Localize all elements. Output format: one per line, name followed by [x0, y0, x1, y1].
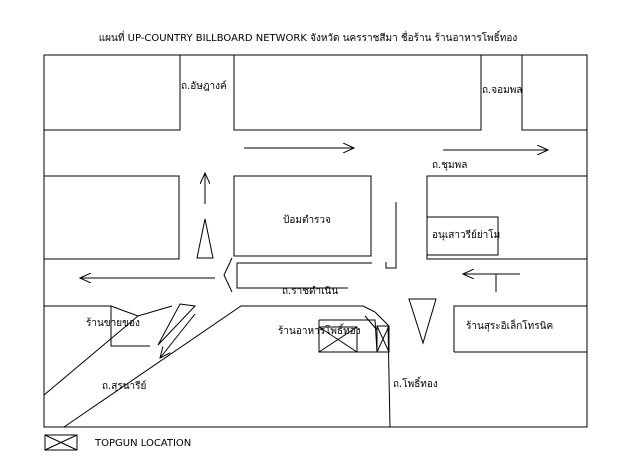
monument-box [426, 216, 499, 256]
place-label-electronics: ร้านสุระอิเล็กโทรนิค [466, 318, 553, 332]
road-label-phothong: ถ.โพธิ์ทอง [393, 376, 438, 390]
road-label-asadang: ถ.อัษฎางค์ [181, 80, 227, 92]
arrow-west-turn [236, 262, 372, 289]
map-title: แผนที่ UP-COUNTRY BILLBOARD NETWORK จังห… [99, 30, 518, 44]
block-top-middle [233, 54, 482, 131]
gold-shop-outline [110, 306, 150, 347]
block-bottom-right [453, 305, 587, 352]
map-border [43, 54, 588, 428]
place-label-police-box: ป้อมตำรวจ [283, 214, 331, 226]
restaurant-building-side [364, 315, 378, 331]
block-bottom-left [44, 305, 173, 317]
place-label-gold-shop: ร้านขายของ [86, 317, 140, 329]
block-bottom-center-right [362, 305, 391, 428]
road-label-chomphon: ถ.จอมพล [482, 85, 522, 96]
block-top-right [521, 54, 588, 131]
triangle-southwest [157, 303, 197, 346]
crossed-box-icon [44, 434, 78, 451]
block-middle-center [233, 175, 372, 257]
road-label-chumphon: ถ.ชุมพล [432, 160, 467, 171]
topgun-marker [318, 326, 358, 353]
block-middle-left [43, 175, 180, 260]
suranari-road-edge-upper [43, 315, 139, 396]
road-label-ratchadamnoen: ถ.ราชดำเนิน [282, 286, 338, 297]
road-label-suranari: ถ.สุรนารีย์ [102, 380, 146, 392]
block-top-left [43, 54, 181, 131]
arrow-turn-down [386, 202, 397, 269]
place-label-restaurant: ร้านอาหารโพธิ์ทอง [278, 323, 361, 337]
topgun-marker [376, 325, 390, 353]
triangle-north [196, 218, 214, 259]
arrow-west-turn-head [223, 257, 233, 293]
legend-label: TOPGUN LOCATION [94, 438, 191, 449]
triangle-south [408, 298, 437, 345]
suranari-road-edge-lower [63, 305, 363, 428]
arrow-southwest [160, 313, 196, 358]
place-label-monument: อนุเสาวรีย์ย่าโม [432, 228, 500, 241]
legend-topgun: TOPGUN LOCATION [44, 434, 191, 451]
arrow-turn-down-head [385, 262, 392, 269]
